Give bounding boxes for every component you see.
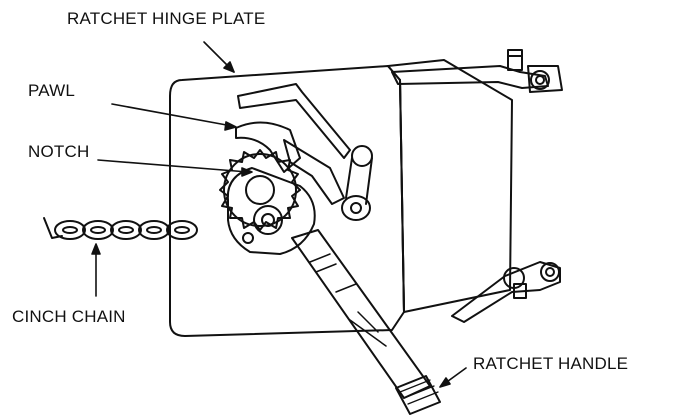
upper-bolt	[530, 70, 550, 90]
cinch-chain-arrowhead	[91, 243, 101, 255]
cinch-chain	[43, 217, 198, 240]
handle-pivot	[253, 205, 283, 235]
upper-nut	[507, 49, 523, 71]
ratchet-teeth	[219, 149, 301, 231]
pawl-shape	[235, 121, 301, 173]
pawl-label: PAWL	[28, 81, 76, 100]
spring-pivot-top	[351, 145, 373, 167]
spring-bottom	[341, 195, 371, 221]
lower-nut	[513, 283, 527, 299]
lower-bolt-2	[540, 262, 560, 282]
handle-grip-ridges	[399, 379, 439, 405]
lower-link-arm	[451, 261, 561, 323]
handle-small-bolt	[242, 232, 254, 244]
lower-bolt-2-inner	[545, 267, 555, 277]
hinge-plate-arrowhead	[223, 61, 235, 73]
handle-pivot-inner	[261, 213, 275, 227]
handle-grip	[395, 375, 441, 415]
spring-bottom-inner	[350, 202, 362, 214]
hinge-fold-line	[399, 79, 405, 313]
notch-leader	[97, 159, 249, 173]
pawl-lever-bar	[237, 83, 351, 159]
handle-stripes	[309, 253, 387, 347]
hinge-plate-left	[169, 65, 405, 337]
upper-bolt-inner	[535, 75, 545, 85]
spring-link	[345, 157, 373, 205]
ratchet-hinge-plate-label: RATCHET HINGE PLATE	[67, 9, 266, 28]
upper-link-arm	[391, 65, 549, 89]
handle-tube	[291, 229, 431, 399]
ratchet-gear	[223, 153, 297, 227]
ratchet-handle-label: RATCHET HANDLE	[473, 354, 629, 373]
pawl-arrowhead	[224, 121, 237, 131]
notch-arrowhead	[241, 167, 253, 177]
pawl-leader	[111, 103, 233, 127]
cinch-chain-label: CINCH CHAIN	[12, 307, 126, 326]
ratchet-hub	[245, 175, 275, 205]
notch-label: NOTCH	[28, 142, 90, 161]
ratchet-handle-arrowhead	[439, 377, 451, 388]
upper-bracket	[527, 65, 563, 93]
leader-arrows	[91, 41, 467, 388]
hinge-plate-right	[387, 59, 513, 313]
